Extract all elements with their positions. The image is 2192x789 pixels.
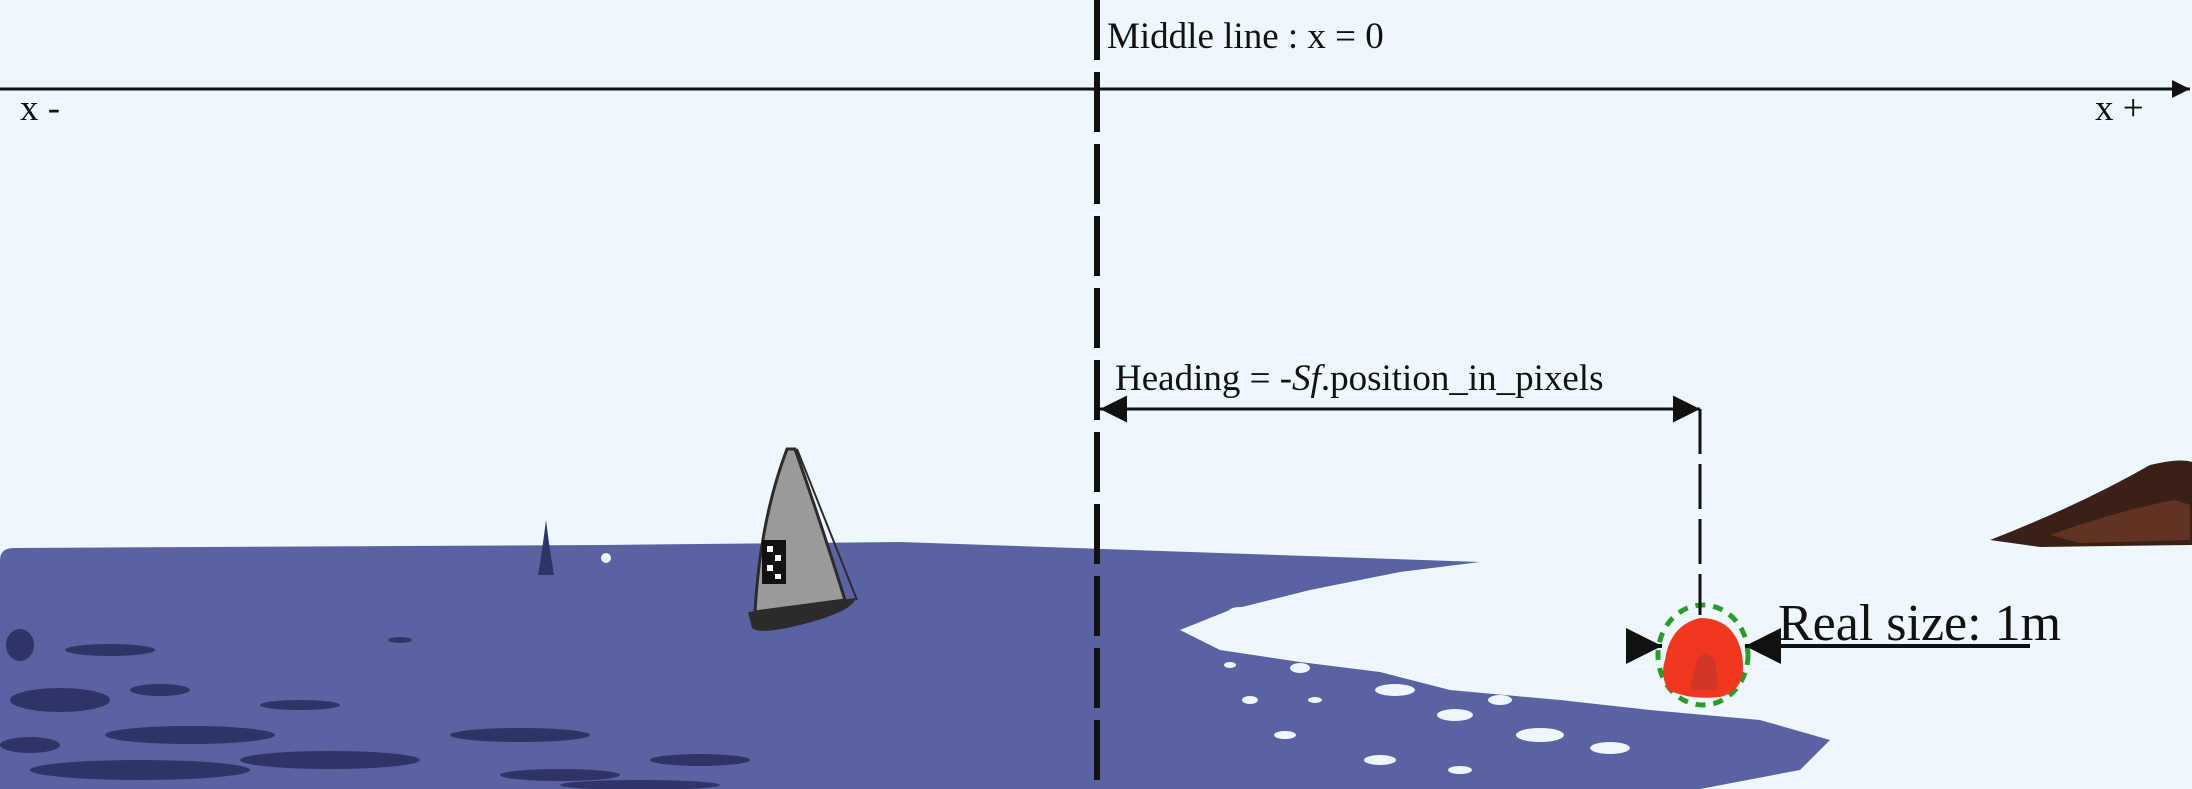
distant-sail-icon <box>538 520 554 575</box>
heading-label: Heading = -Sf.position_in_pixels <box>1115 358 1603 399</box>
heading-label-suffix: .position_in_pixels <box>1321 358 1604 399</box>
sea <box>0 542 1830 789</box>
heading-label-prefix: Heading = - <box>1115 358 1292 399</box>
middle-line-label: Middle line : x = 0 <box>1107 16 1384 57</box>
x-minus-label: x - <box>20 88 60 129</box>
sailboat-icon <box>748 447 858 631</box>
x-plus-label: x + <box>2095 88 2144 129</box>
real-size-label: Real size: 1m <box>1778 595 2061 652</box>
heading-label-factor: Sf <box>1292 358 1326 399</box>
buoy-icon <box>1655 602 1751 708</box>
